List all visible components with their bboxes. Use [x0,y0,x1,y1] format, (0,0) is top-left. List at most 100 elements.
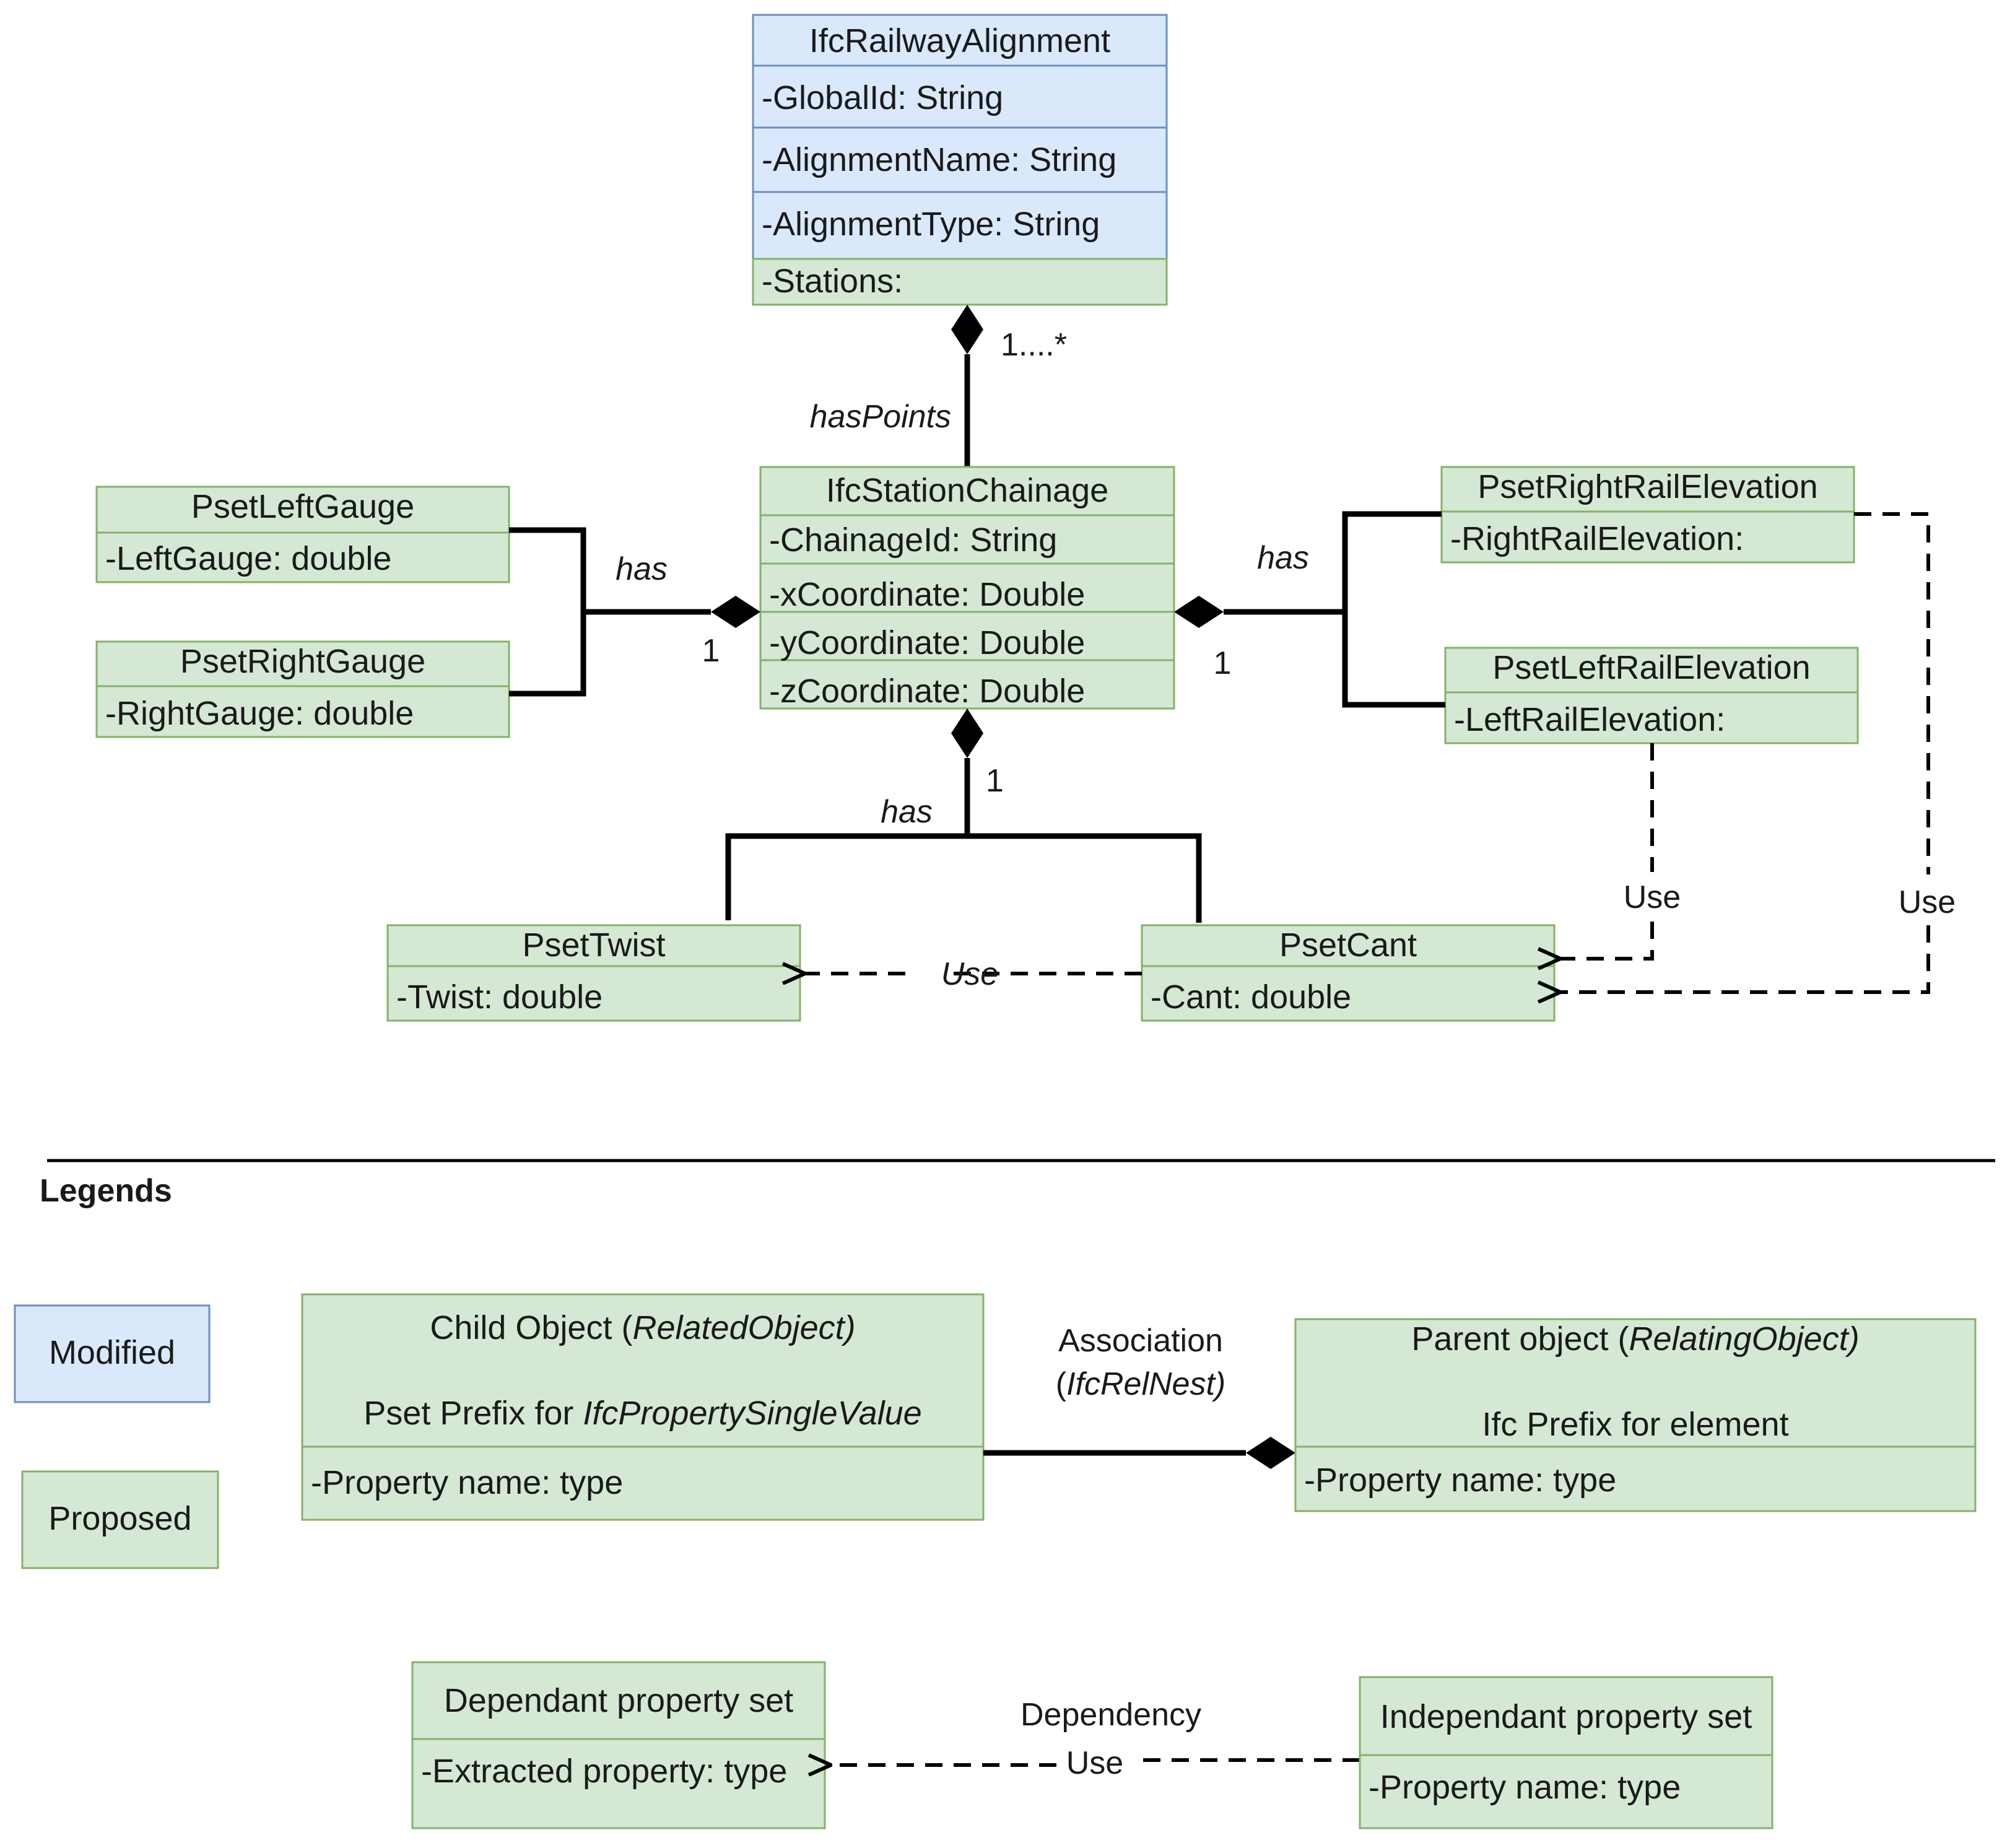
box-title: IfcStationChainage [826,472,1108,509]
box-pset-twist[interactable]: PsetTwist -Twist: double [386,924,801,1022]
box-header [759,466,1175,516]
box-title: PsetLeftRailElevation [1492,649,1810,686]
attr-stations: -Stations: [762,263,903,300]
box-title: PsetRightGauge [180,643,425,680]
legend-association: Association (IfcRelNest) [983,1323,1295,1469]
box-row [1440,510,1855,564]
box-row [759,514,1175,565]
legend-proposed-label: Proposed [48,1500,191,1537]
legend-parent-attr: -Property name: type [1304,1462,1616,1499]
edge-has-right: has 1 [1174,511,1445,708]
edge-use-right-elevation: Use [1560,512,1956,992]
use-label: Use [1624,879,1681,915]
edge-has-bottom: 1 has [725,708,1202,923]
legend-child-line2: Pset Prefix for IfcPropertySingleValue [363,1395,921,1432]
legend-modified-label: Modified [49,1334,175,1371]
attr-x-coordinate: -xCoordinate: Double [769,576,1085,613]
edge-use-twist: Use [805,956,1142,992]
multiplicity-one: 1 [702,633,720,669]
box-title: PsetRightRailElevation [1478,468,1817,505]
box-title: PsetCant [1279,926,1417,964]
box-title: PsetTwist [522,926,665,964]
association-relation: (IfcRelNest) [1056,1366,1225,1402]
attr-global-id: -GlobalId: String [762,79,1003,116]
box-row [95,685,510,738]
attr-alignment-name: -AlignmentName: String [762,141,1116,178]
box-title: IfcRailwayAlignment [809,22,1110,59]
composition-diamond [951,305,983,354]
attr-cant: -Cant: double [1151,978,1351,1016]
box-title: PsetLeftGauge [191,488,414,525]
box-pset-left-gauge[interactable]: PsetLeftGauge -LeftGauge: double [95,486,510,583]
edge-has-points: 1....* hasPoints [810,305,1067,467]
multiplicity-one: 1 [1214,645,1232,681]
edge-has-left: has 1 [509,527,760,697]
legend-dependency: Dependency Use [831,1697,1360,1781]
use-label: Use [1899,884,1956,920]
legend-dependant-attr: -Extracted property: type [421,1753,787,1790]
box-ifc-station-chainage[interactable]: IfcStationChainage -ChainageId: String -… [759,466,1175,710]
attr-right-gauge: -RightGauge: double [105,695,414,732]
legend-child-attr: -Property name: type [311,1464,623,1501]
box-ifc-railway-alignment[interactable]: IfcRailwayAlignment -GlobalId: String -A… [752,14,1168,306]
box-row [1141,965,1556,1022]
box-header [1440,466,1855,513]
legend-parent-object: Parent object (RelatingObject) Ifc Prefi… [1294,1318,1977,1512]
attr-left-rail-elevation: -LeftRailElevation: [1454,701,1725,738]
dependency-label: Dependency [1021,1697,1201,1733]
legend-independant-property-set: Independant property set -Property name:… [1359,1676,1774,1829]
box-row [752,126,1168,193]
attr-right-rail-elevation: -RightRailElevation: [1450,520,1744,557]
legend-modified: Modified [14,1304,211,1403]
composition-diamond [951,708,983,758]
association-label: Association [1058,1323,1223,1359]
dependency-use-label: Use [1066,1745,1123,1781]
has-label: has [881,794,933,830]
box-row [752,64,1168,129]
box-row [95,531,510,583]
attr-twist: -Twist: double [396,978,603,1016]
composition-diamond [1174,596,1224,628]
box-pset-right-gauge[interactable]: PsetRightGauge -RightGauge: double [95,640,510,738]
box-header [95,640,510,687]
composition-diamond [1246,1437,1295,1469]
multiplicity-one: 1 [986,763,1004,799]
has-label: has [616,551,668,587]
attr-alignment-type: -AlignmentType: String [762,206,1100,243]
box-row [752,191,1168,260]
box-row [752,258,1168,306]
box-row [759,659,1175,710]
legend-parent-line1: Parent object (RelatingObject) [1411,1320,1859,1358]
box-row [1444,691,1859,744]
composition-diamond [711,596,760,628]
edge-use-left-elevation: Use [1560,743,1681,959]
legend-title: Legends [40,1173,172,1209]
use-label: Use [941,956,998,992]
legend-independant-title: Independant property set [1380,1698,1752,1735]
attr-chainage-id: -ChainageId: String [769,521,1057,559]
legend-dependant-property-set: Dependant property set -Extracted proper… [411,1661,826,1829]
box-header [95,486,510,534]
legend-proposed: Proposed [21,1470,219,1569]
attr-z-coordinate: -zCoordinate: Double [769,673,1085,710]
box-header [386,924,801,967]
attr-left-gauge: -LeftGauge: double [105,540,391,577]
legend-independant-attr: -Property name: type [1369,1769,1681,1806]
multiplicity-label: 1....* [1001,327,1067,363]
box-pset-right-rail-elevation[interactable]: PsetRightRailElevation -RightRailElevati… [1440,466,1855,564]
box-pset-cant[interactable]: PsetCant -Cant: double [1141,924,1556,1022]
box-row [386,965,801,1022]
has-label: has [1257,540,1309,576]
legend-dependant-title: Dependant property set [444,1682,793,1719]
box-header [752,14,1168,67]
box-row [759,611,1175,661]
legend-child-line1: Child Object (RelatedObject) [430,1309,855,1346]
legend-parent-line2: Ifc Prefix for element [1482,1406,1788,1443]
has-points-label: hasPoints [810,399,951,435]
legend-child-object: Child Object (RelatedObject) Pset Prefix… [301,1293,985,1521]
box-pset-left-rail-elevation[interactable]: PsetLeftRailElevation -LeftRailElevation… [1444,647,1859,744]
box-row [759,562,1175,613]
attr-y-coordinate: -yCoordinate: Double [769,624,1085,661]
